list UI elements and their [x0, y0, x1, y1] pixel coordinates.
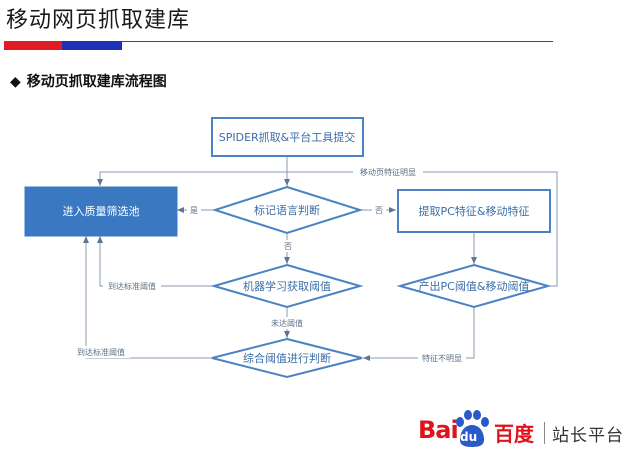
logo-separator — [544, 422, 545, 444]
node-tag-lang: 标记语言判断 — [211, 185, 364, 235]
edge-label-no-down: 否 — [284, 242, 292, 251]
edge-label-yes: 是 — [190, 206, 198, 215]
edge-label-reach-std-2: 到达标准阈值 — [77, 347, 125, 357]
accent-red — [4, 41, 62, 50]
edge-labels: 是 否 否 移动页特征明显 到达标准阈值 未达阈值 到达标准阈值 特征不明显 — [72, 166, 466, 364]
accent-blue — [62, 41, 122, 50]
node-ml-label: 机器学习获取阈值 — [243, 279, 331, 293]
node-tag-lang-label: 标记语言判断 — [254, 203, 320, 217]
node-extract-label: 提取PC特征&移动特征 — [419, 204, 530, 218]
edge-label-unclear: 特征不明显 — [422, 353, 462, 363]
logo-bai-text: Bai — [418, 416, 459, 444]
node-library-label: 进入质量筛选池 — [63, 204, 140, 218]
title-accent-bar — [4, 41, 122, 50]
node-pc-threshold-label: 产出PC阈值&移动阈值 — [419, 279, 530, 293]
baidu-zhanzhang-logo: Bai du 百度 站长平台 — [418, 410, 628, 450]
node-pc-threshold: 产出PC阈值&移动阈值 — [396, 263, 552, 309]
node-combined-label: 综合阈值进行判断 — [243, 351, 331, 365]
section-heading-text: 移动页抓取建库流程图 — [26, 74, 167, 90]
edge-ml-to-library — [97, 236, 214, 287]
page-title: 移动网页抓取建库 — [6, 8, 191, 33]
edge-label-no-right: 否 — [375, 206, 383, 215]
edge-pc-to-library-loop — [97, 171, 558, 287]
title-divider — [4, 41, 553, 42]
edge-pc-to-combined — [363, 308, 475, 361]
edge-label-reach-std-1: 到达标准阈值 — [108, 281, 156, 291]
node-combined: 综合阈值进行判断 — [211, 337, 363, 379]
section-heading: ◆ 移动页抓取建库流程图 — [10, 71, 167, 91]
node-library: 进入质量筛选池 — [24, 186, 178, 237]
logo-baidu-cn: 百度 — [494, 422, 534, 446]
logo-du-text: du — [460, 430, 478, 444]
edge-combined-to-library — [83, 236, 212, 359]
baidu-paw-icon — [456, 410, 489, 447]
diamond-bullet-icon: ◆ — [10, 74, 21, 90]
node-submit-label: SPIDER抓取&平台工具提交 — [219, 130, 356, 144]
edge-label-mobile-clear: 移动页特征明显 — [360, 167, 416, 177]
node-extract: 提取PC特征&移动特征 — [397, 189, 551, 233]
node-ml: 机器学习获取阈值 — [210, 263, 364, 309]
edge-label-not-reach: 未达阈值 — [271, 318, 303, 328]
node-submit: SPIDER抓取&平台工具提交 — [211, 117, 364, 157]
logo-product-name: 站长平台 — [552, 426, 624, 446]
